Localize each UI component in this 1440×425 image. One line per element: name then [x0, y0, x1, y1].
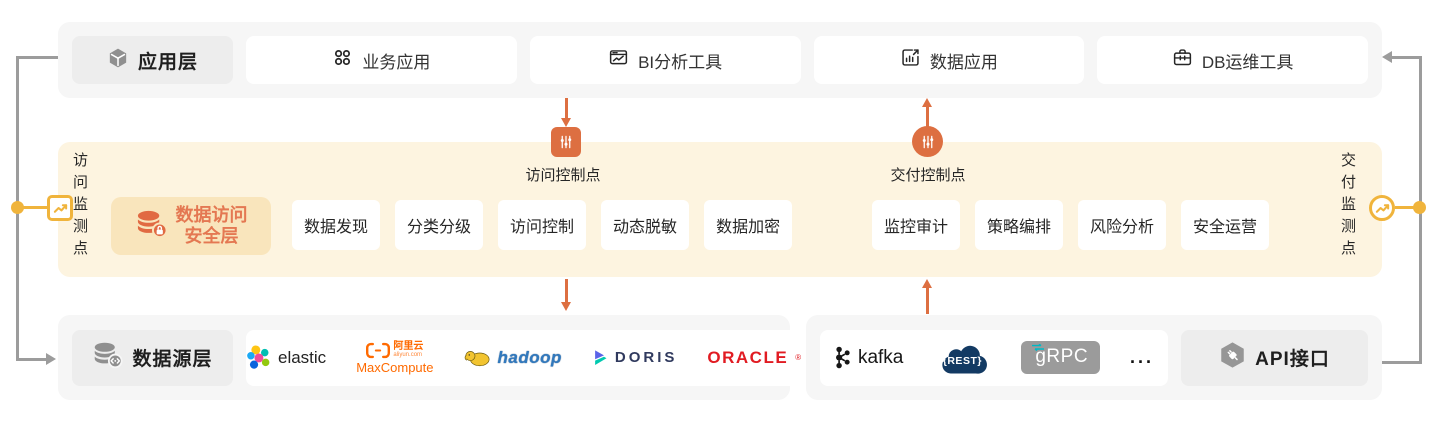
maxcompute-logo: 阿里云 aliyun.com MaxCompute — [356, 342, 433, 374]
delivery-monitor-dot — [1413, 201, 1426, 214]
sliders-circle-icon — [912, 126, 943, 157]
grpc-logo-text: gRPC — [1035, 346, 1089, 367]
module-policy-orchestration: 策略编排 — [975, 200, 1064, 250]
grpc-logo: gRPC — [1021, 341, 1101, 374]
application-layer-chip: 应用层 — [72, 36, 233, 84]
aliyun-domain-text: aliyun.com — [393, 352, 423, 358]
business-app-box: 业务应用 — [246, 36, 517, 84]
maxcompute-logo-text: MaxCompute — [356, 359, 434, 375]
bar-chart-arrow-icon — [900, 47, 921, 73]
access-monitor-dot — [11, 201, 24, 214]
oracle-logo: ORACLE ® — [707, 348, 801, 368]
module-access-control: 访问控制 — [498, 200, 587, 250]
hadoop-logo-text: hadoop — [497, 347, 562, 367]
api-logos: kafka {REST} gRPC ... — [820, 329, 1168, 386]
access-arrow-top-line — [565, 98, 568, 119]
doris-logo-icon — [595, 350, 607, 366]
doris-logo-text: DORIS — [614, 349, 678, 366]
left-connector-top-segment — [16, 56, 59, 59]
module-data-encryption: 数据加密 — [704, 200, 793, 250]
right-connector-arrowhead-icon — [1382, 51, 1392, 63]
delivery-modules-group: 监控审计 策略编排 风险分析 安全运营 — [872, 200, 1270, 250]
security-layer-title-line1: 数据访问 — [175, 205, 248, 226]
delivery-arrow-bottom-head-icon — [922, 279, 932, 288]
kafka-logo: kafka — [834, 345, 903, 370]
module-monitor-audit: 监控审计 — [872, 200, 961, 250]
grpc-arrows-icon — [1032, 344, 1045, 351]
module-data-discovery: 数据发现 — [292, 200, 381, 250]
hadoop-logo: hadoop — [464, 348, 562, 368]
hexagon-plug-icon — [1219, 341, 1246, 374]
access-monitor-line — [22, 206, 48, 209]
aliyun-brand-text: 阿里云 — [393, 341, 424, 352]
api-chip: API接口 — [1181, 329, 1368, 386]
module-dynamic-masking: 动态脱敏 — [601, 200, 690, 250]
oracle-registered-mark: ® — [795, 353, 802, 362]
rest-cloud-icon — [942, 345, 988, 374]
api-layer-band: kafka {REST} gRPC ... API接口 — [806, 315, 1382, 400]
data-app-box: 数据应用 — [813, 36, 1085, 84]
bi-tools-label: BI分析工具 — [638, 52, 723, 72]
database-code-icon — [92, 341, 124, 374]
data-source-chip: 数据源层 — [72, 329, 233, 386]
access-arrow-bottom-line — [565, 279, 568, 303]
oracle-logo-text: ORACLE — [707, 347, 789, 367]
toolbox-icon — [1172, 47, 1193, 73]
bi-monitor-icon — [608, 47, 629, 73]
left-connector-arrowhead-icon — [46, 353, 56, 365]
hadoop-elephant-icon — [464, 351, 489, 367]
security-layer-title: 数据访问安全层 — [176, 205, 248, 246]
access-arrow-top-head-icon — [561, 118, 571, 127]
business-app-label: 业务应用 — [362, 52, 431, 72]
trend-line-circle-icon — [1369, 195, 1395, 221]
data-source-logos: elastic 阿里云 aliyun.com MaxCompute hadoop — [246, 329, 856, 386]
delivery-control-label: 交付控制点 — [890, 167, 966, 184]
security-layer-chip: 数据访问安全层 — [111, 197, 271, 255]
delivery-monitor-line — [1395, 206, 1415, 209]
right-connector-top-segment — [1392, 56, 1422, 59]
module-risk-analysis: 风险分析 — [1078, 200, 1167, 250]
api-label: API接口 — [1255, 349, 1330, 370]
doris-logo: DORIS — [592, 349, 678, 366]
module-classification: 分类分级 — [395, 200, 484, 250]
database-lock-icon — [135, 209, 168, 244]
elastic-logo-icon — [247, 345, 270, 369]
delivery-monitor-label: 交付监测点 — [1339, 152, 1356, 262]
application-layer-label: 应用层 — [137, 51, 198, 73]
hexagon-cube-icon — [107, 47, 129, 74]
access-modules-group: 数据发现 分类分级 访问控制 动态脱敏 数据加密 — [292, 200, 793, 250]
application-layer-band: 应用层 业务应用 BI分析工具 数据应用 DB运维工具 — [58, 22, 1382, 98]
delivery-arrow-top-head-icon — [922, 98, 932, 107]
bi-tools-box: BI分析工具 — [529, 36, 801, 84]
left-connector-bottom-segment — [16, 358, 47, 361]
db-ops-label: DB运维工具 — [1201, 52, 1294, 72]
access-arrow-bottom-head-icon — [561, 302, 571, 311]
data-source-label: 数据源层 — [132, 349, 213, 370]
kafka-logo-icon — [835, 346, 850, 369]
module-security-operation: 安全运营 — [1181, 200, 1270, 250]
aliyun-logo-icon — [366, 342, 391, 358]
trend-line-square-icon — [47, 195, 73, 221]
delivery-arrow-bottom-line — [926, 287, 929, 314]
sliders-square-icon — [551, 127, 581, 157]
kafka-logo-text: kafka — [857, 346, 904, 368]
access-control-label: 访问控制点 — [525, 167, 601, 184]
data-source-band: 数据源层 elastic 阿里云 aliyun.com MaxCompute — [58, 315, 856, 400]
access-monitor-label: 访问监测点 — [71, 152, 88, 262]
more-apis-ellipsis: ... — [1130, 347, 1155, 367]
rest-logo-text: {REST} — [942, 354, 982, 367]
data-app-label: 数据应用 — [929, 52, 998, 72]
elastic-logo-text: elastic — [278, 347, 327, 367]
delivery-arrow-top-line — [926, 106, 929, 127]
db-ops-box: DB运维工具 — [1097, 36, 1368, 84]
elastic-logo: elastic — [246, 345, 326, 370]
apps-grid-icon — [332, 47, 353, 73]
right-connector-bottom-segment — [1382, 361, 1422, 364]
security-layer-title-line2: 安全层 — [184, 226, 239, 246]
rest-logo: {REST} — [933, 339, 991, 377]
